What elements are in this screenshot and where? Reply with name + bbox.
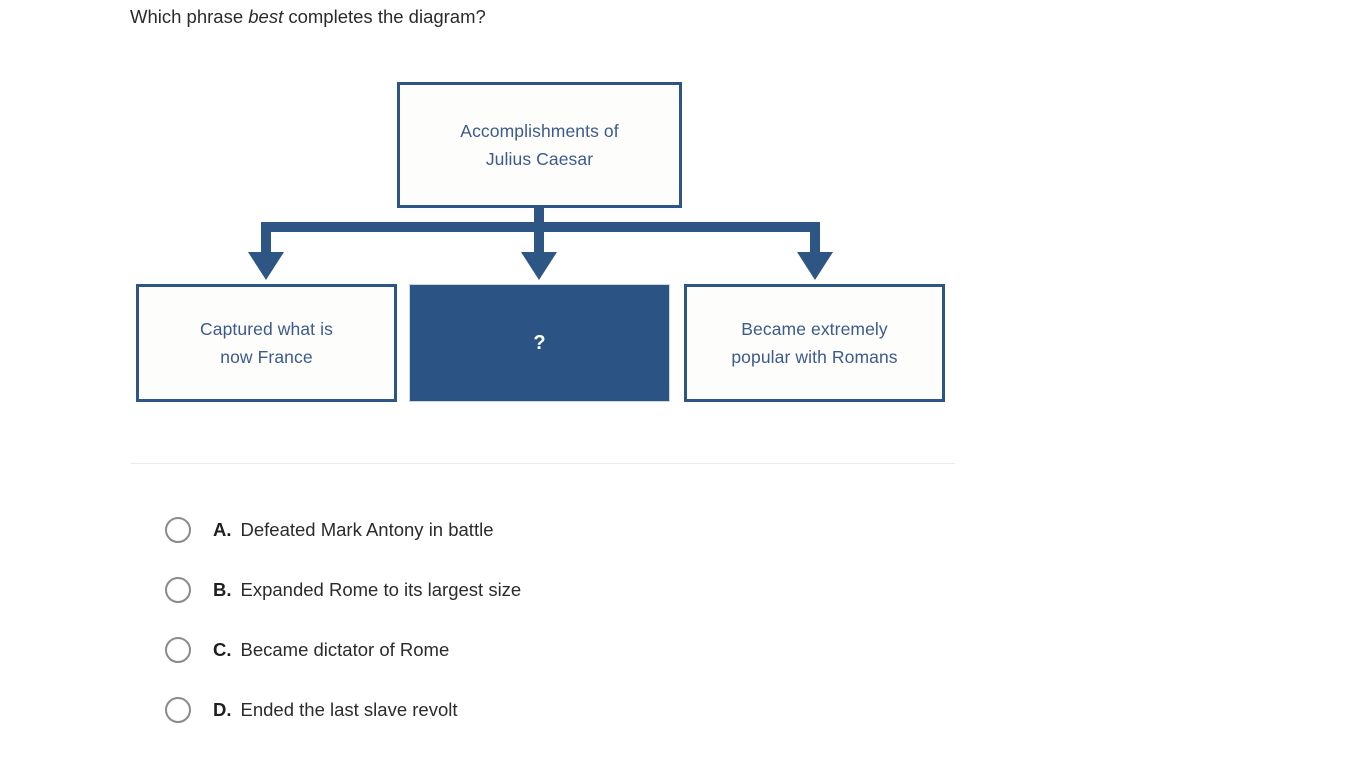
radio-button-icon-c[interactable] [165,637,191,663]
answer-option-a-text: Defeated Mark Antony in battle [240,519,494,540]
diagram-node-missing: ? [409,284,670,402]
question-prompt-emphasis: best [248,6,284,27]
answer-option-d-text: Ended the last slave revolt [240,699,458,720]
diagram-node-root: Accomplishments of Julius Caesar [397,82,682,208]
answer-options: A. Defeated Mark Antony in battle B. Exp… [165,500,1065,740]
diagram: Accomplishments of Julius Caesar Capture… [136,82,945,402]
answer-option-b-text: Expanded Rome to its largest size [240,579,522,600]
answer-option-d-letter: D. [213,699,232,720]
radio-button-icon-a[interactable] [165,517,191,543]
answer-option-b-letter: B. [213,579,232,600]
diagram-node-left: Captured what is now France [136,284,397,402]
question-prompt-suffix: completes the diagram? [283,6,486,27]
radio-button-icon-b[interactable] [165,577,191,603]
answer-option-a[interactable]: A. Defeated Mark Antony in battle [165,500,1065,560]
diagram-node-root-label: Accomplishments of Julius Caesar [460,121,619,169]
diagram-node-missing-label: ? [533,332,546,354]
question-prompt: Which phrase best completes the diagram? [130,4,486,30]
section-divider [130,463,955,464]
answer-option-a-letter: A. [213,519,232,540]
diagram-node-right: Became extremely popular with Romans [684,284,945,402]
radio-button-icon-d[interactable] [165,697,191,723]
answer-option-d[interactable]: D. Ended the last slave revolt [165,680,1065,740]
answer-option-c-text: Became dictator of Rome [240,639,450,660]
answer-option-c[interactable]: C. Became dictator of Rome [165,620,1065,680]
diagram-node-left-label: Captured what is now France [200,319,333,367]
diagram-node-right-label: Became extremely popular with Romans [731,319,898,367]
answer-option-b[interactable]: B. Expanded Rome to its largest size [165,560,1065,620]
answer-option-c-letter: C. [213,639,232,660]
question-prompt-prefix: Which phrase [130,6,249,27]
diagram-connectors [248,208,833,280]
